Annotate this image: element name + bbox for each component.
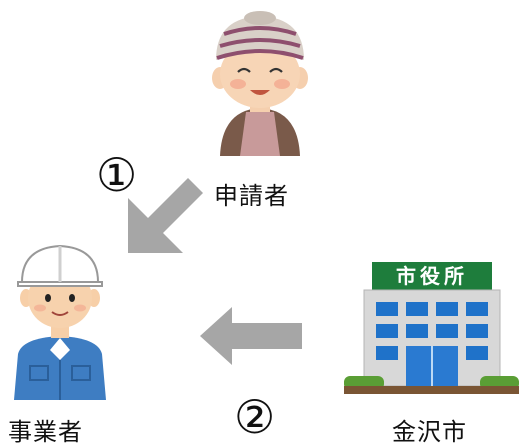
grandmother-icon [212, 11, 308, 156]
arrow-city-to-contractor [198, 305, 304, 367]
worker-icon [14, 244, 106, 400]
step-two-marker: ② [234, 390, 276, 444]
applicant-illustration [190, 8, 330, 156]
step-one-marker: ① [96, 148, 138, 202]
city-hall-icon [344, 262, 519, 394]
city-hall-illustration: 市役所 [344, 260, 519, 396]
arrow-down-left-icon [128, 178, 203, 253]
contractor-illustration [8, 242, 113, 400]
arrow-applicant-to-contractor [118, 168, 213, 263]
contractor-label: 事業者 [8, 418, 83, 446]
city-hall-sign-text: 市役所 [396, 264, 468, 288]
applicant-label: 申請者 [214, 182, 289, 210]
arrow-left-icon [200, 307, 302, 365]
city-label: 金沢市 [392, 418, 467, 446]
